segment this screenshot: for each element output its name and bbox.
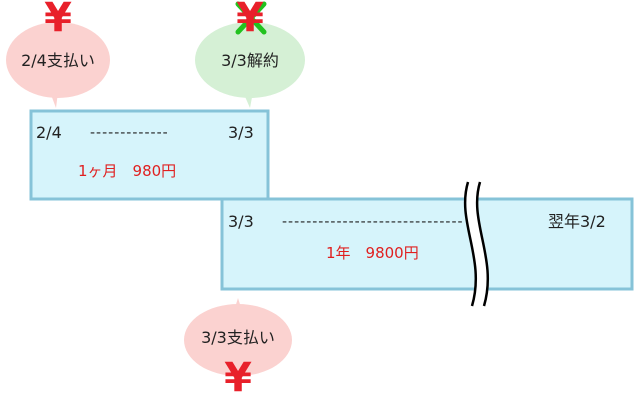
first-payment-bubble <box>6 22 110 108</box>
yen-icon: ¥ <box>224 355 252 400</box>
monthly-end-date: 3/3 <box>228 123 254 142</box>
first-payment-label: 2/4支払い <box>21 51 95 70</box>
timeline-break-mark <box>463 179 489 308</box>
yen-crossed-icon: ¥ <box>236 0 264 41</box>
cancellation-bubble <box>195 22 305 108</box>
yearly-plan-box <box>220 197 634 291</box>
second-payment-bubble <box>184 298 292 376</box>
monthly-price: 1ヶ月 980円 <box>78 162 177 180</box>
cancellation-label: 3/3解約 <box>221 51 279 70</box>
second-payment-label: 3/3支払い <box>201 328 275 347</box>
cross-mark-icon <box>235 1 267 35</box>
yearly-start-date: 3/3 <box>228 212 254 231</box>
yearly-end-date: 翌年3/2 <box>548 212 606 231</box>
monthly-period-line: ------------- <box>90 125 169 141</box>
yearly-price: 1年 9800円 <box>326 244 419 262</box>
monthly-start-date: 2/4 <box>36 123 62 142</box>
yearly-period-line: ------------------------------ <box>282 214 464 230</box>
monthly-plan-box <box>29 109 270 201</box>
yen-icon: ¥ <box>44 0 72 41</box>
